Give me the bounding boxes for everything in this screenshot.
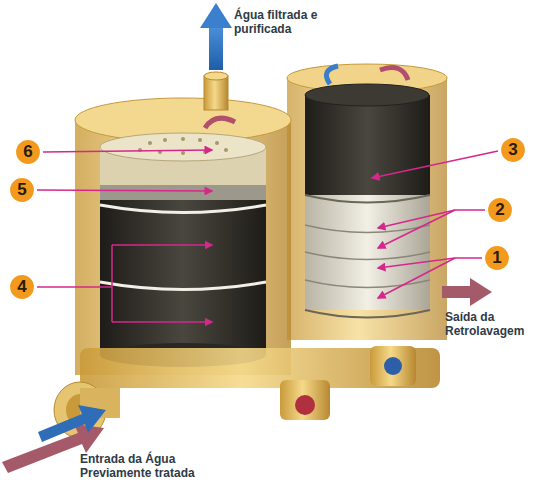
- callout-number: 6: [14, 138, 42, 166]
- callout-circle: 6: [14, 138, 42, 166]
- callout-circle: 3: [499, 136, 527, 164]
- flow-label: Água filtrada e purificada: [234, 8, 334, 36]
- callout-number: 3: [499, 136, 527, 164]
- callout-circle: 5: [8, 176, 36, 204]
- callout-circle: 2: [486, 196, 514, 224]
- flow-label: Saída da Retrolavagem: [445, 310, 533, 338]
- flow-label: Entrada da Água Previamente tratada: [80, 452, 210, 480]
- callout-circle: 1: [483, 244, 511, 272]
- manifold-pipe: [54, 346, 440, 438]
- callout-number: 2: [486, 196, 514, 224]
- right-housing: [287, 64, 447, 340]
- outlet-pipe: [200, 3, 232, 110]
- callout-number: 4: [8, 273, 36, 301]
- callout-number: 5: [8, 176, 36, 204]
- leader-lines: [37, 150, 498, 322]
- flow-arrows: [2, 278, 492, 473]
- callout-circle: 4: [8, 273, 36, 301]
- callout-number: 1: [483, 244, 511, 272]
- left-housing: [75, 98, 291, 375]
